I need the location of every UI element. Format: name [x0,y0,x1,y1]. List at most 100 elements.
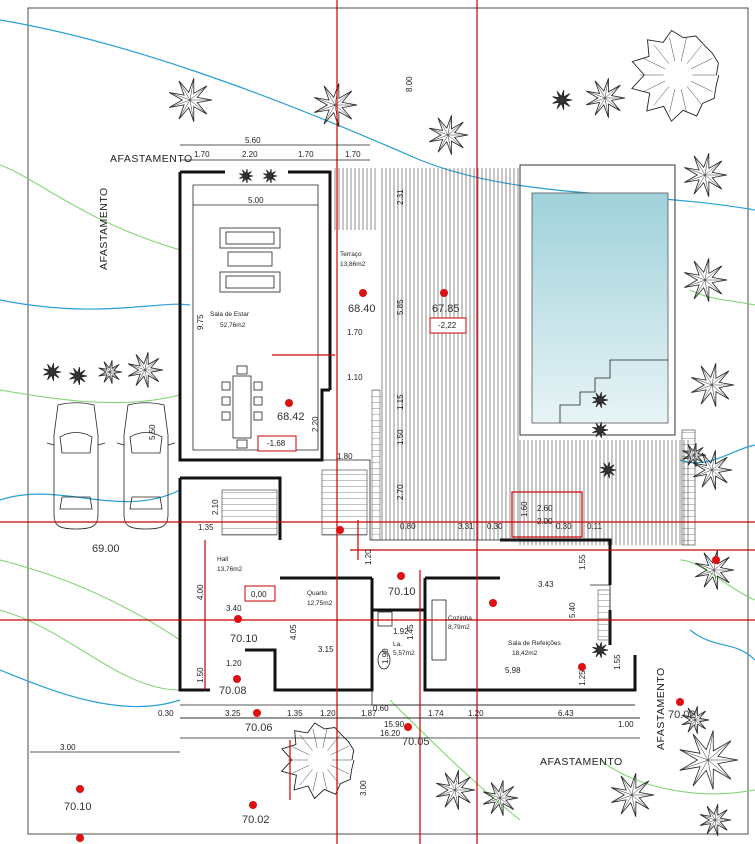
dim-top-2: 2.20 [242,150,258,159]
boxed-hall: 0,00 [251,590,267,599]
setback-top-label: AFASTAMENTO [110,153,193,165]
room-name-cozinha: Cozinha [448,615,472,622]
dim-terr-7: 2.70 [396,484,405,500]
level-entrance: 70.08 [219,685,247,697]
plant-icon [699,804,732,836]
plant-icon [482,780,519,816]
dim-deck-080: 0.80 [400,522,416,531]
dim-ref-125: 1.25 [578,670,587,686]
dim-pool-011: 0.11 [587,522,603,531]
setback-right-label: AFASTAMENTO [655,667,667,750]
plant-icon [429,115,469,155]
dim-b-187: 1.87 [361,709,377,718]
side-steps [681,429,696,546]
dim-pool-030: 0.30 [556,522,572,531]
plant-icon [552,90,573,110]
level-street-left: 70.10 [64,801,92,813]
dim-top-3: 1.70 [298,150,314,159]
level-sala: 68.42 [277,411,305,423]
level-bottom-dim: 70.05 [402,736,430,748]
dim-pool-160: 1.60 [520,501,529,517]
dim-top-4: 1.70 [345,150,361,159]
dim-stair-210: 2.10 [211,499,220,515]
level-quarto: 70.10 [388,586,416,598]
plant-icon [691,363,735,407]
dim-terr-1: 2.31 [396,189,405,205]
dim-b-100: 1.00 [618,720,634,729]
dim-terr-3: 1.70 [347,328,363,337]
terrace-stair [371,389,381,541]
dim-hall-150: 1.50 [196,667,205,683]
room-name-refeicoes: Sala de Refeições [508,640,562,647]
room-name-terraco: Terraço [340,251,362,258]
dim-terr-4: 1.10 [347,373,363,382]
plant-icon [263,168,278,184]
level-hall: 70.10 [230,633,258,645]
plant-icon [684,153,728,197]
plant-icon [684,258,728,302]
plant-icon [586,78,626,118]
car-icon [46,402,176,530]
room-area-sala: 52,76m2 [220,322,246,329]
dim-ref-540: 5.40 [568,602,577,618]
dim-b-120b: 1.20 [468,709,484,718]
room-area-refeicoes: 18,42m2 [512,650,538,657]
dim-ref-343: 3.43 [538,580,554,589]
plant-icon [681,706,710,734]
dim-terr-2: 5.85 [396,299,405,315]
room-area-cozinha: 8,79m2 [448,624,470,631]
dim-ref-155: 1.55 [578,554,587,570]
box-sala [257,435,297,452]
dim-b-300: 3.00 [60,743,76,752]
plant-icon [592,391,609,409]
dim-deck-331: 3.31 [458,522,474,531]
dimension-lines [30,144,640,753]
dim-terr-6: 1.50 [396,429,405,445]
dim-b-174: 1.74 [428,709,444,718]
hall-stair [221,489,278,536]
dim-b-643: 6.43 [558,709,574,718]
room-area-lavabo: 5,57m2 [393,650,415,657]
car-icon [116,402,176,530]
dim-ref-155b: 1.55 [613,654,622,670]
main-stair [321,469,368,536]
plant-icon [69,366,88,386]
dim-garage: 5.50 [148,424,157,440]
furniture [219,227,447,670]
plant-icon [693,450,733,490]
room-name-lavabo: La. [393,641,402,648]
plant-icon [600,461,617,479]
room-name-sala: Sala de Estar [210,311,250,318]
plant-icon [611,773,655,817]
dim-inner-top: 5.00 [248,196,264,205]
dim-sala-height: 9.75 [196,314,205,330]
dim-mid-120: 1.20 [364,549,373,565]
plant-icon [679,730,739,790]
wood-deck [334,168,689,545]
room-area-terraco: 13,86m2 [340,261,366,268]
dim-b-135: 1.35 [287,709,303,718]
dim-b-030: 0.30 [158,709,174,718]
dim-b-120: 1.20 [320,709,336,718]
dim-top-1: 1.70 [194,150,210,159]
plant-icon [695,550,735,590]
dim-s220: 2.20 [311,416,320,432]
room-name-quarto: Quarto [307,590,327,597]
tree-icon [280,722,355,800]
dim-b-1620: 16.20 [380,729,401,738]
dim-hall-340: 3.40 [226,604,242,613]
dim-s180: 1.80 [337,452,353,461]
dim-terr-5: 1.15 [396,394,405,410]
plant-icon [314,83,358,127]
dim-b-325: 3.25 [225,709,241,718]
plant-icon [169,78,213,122]
plant-icon [239,168,254,184]
room-area-hall: 13,76m2 [217,566,243,573]
plant-icon [592,421,609,439]
dim-stair-135: 1.35 [198,523,214,532]
kitchen-stair [597,589,611,641]
dim-lav-190: 1.90 [381,648,390,664]
setback-left-label: AFASTAMENTO [98,187,110,270]
pool-steps [559,359,668,423]
